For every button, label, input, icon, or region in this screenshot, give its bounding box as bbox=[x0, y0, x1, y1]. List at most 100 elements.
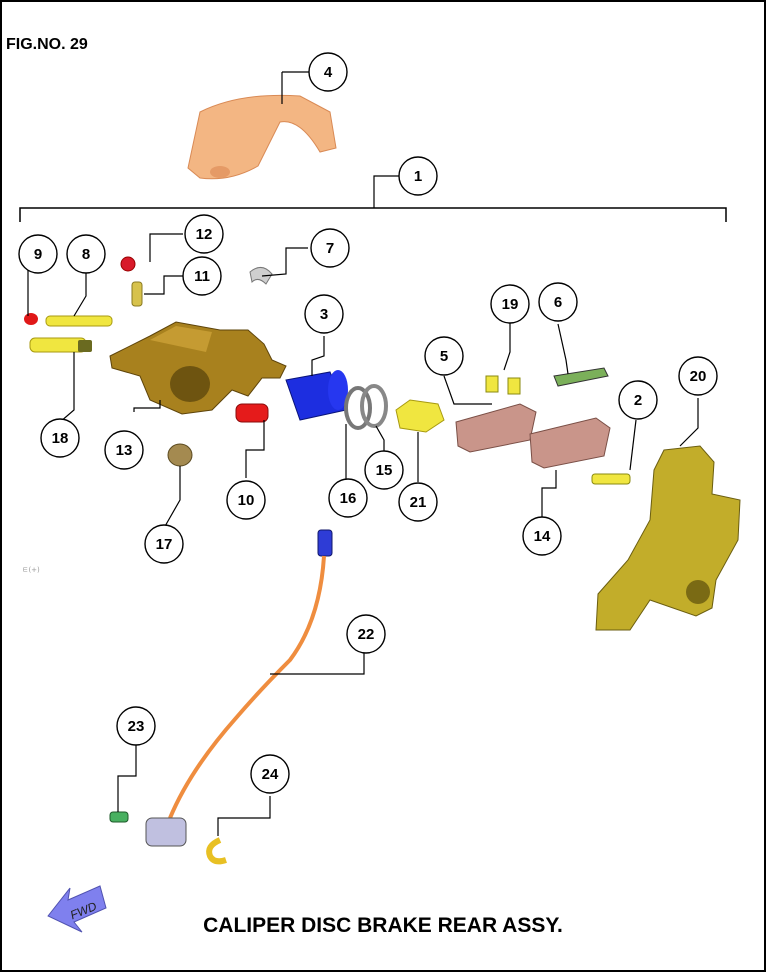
pad-spring-part bbox=[485, 375, 521, 395]
callout-5: 5 bbox=[424, 336, 464, 376]
callout-circle bbox=[538, 282, 578, 322]
callout-label: 11 bbox=[194, 268, 210, 285]
callout-12: 12 bbox=[184, 214, 224, 254]
callout-22: 22 bbox=[346, 614, 386, 654]
callout-label: 18 bbox=[52, 430, 69, 447]
callout-label: 3 bbox=[320, 306, 328, 323]
slide-pin-part bbox=[591, 473, 631, 485]
bracket-part bbox=[595, 445, 741, 631]
diagram-title: CALIPER DISC BRAKE REAR ASSY. bbox=[203, 914, 563, 937]
bleed-cap-part bbox=[120, 256, 136, 272]
callout-circle bbox=[18, 234, 58, 274]
callout-circle bbox=[618, 380, 658, 420]
callout-circle bbox=[398, 482, 438, 522]
callout-label: 7 bbox=[326, 240, 334, 257]
banjo-fitting-part bbox=[145, 817, 187, 847]
callout-label: 22 bbox=[358, 626, 375, 643]
callout-circle bbox=[328, 478, 368, 518]
callout-circle bbox=[398, 156, 438, 196]
callout-circle bbox=[364, 450, 404, 490]
brake-hose-part bbox=[168, 529, 333, 819]
callout-23: 23 bbox=[116, 706, 156, 746]
callout-3: 3 bbox=[304, 294, 344, 334]
callout-14: 14 bbox=[522, 516, 562, 556]
callout-circle bbox=[678, 356, 718, 396]
callout-circle bbox=[346, 614, 386, 654]
callout-circle bbox=[522, 516, 562, 556]
clip-part bbox=[249, 267, 273, 285]
piston-part bbox=[285, 370, 348, 421]
callout-16: 16 bbox=[328, 478, 368, 518]
red-bolt-part bbox=[235, 403, 269, 423]
callout-label: 15 bbox=[376, 462, 393, 479]
spacer-part bbox=[395, 399, 445, 433]
callout-label: 6 bbox=[554, 294, 562, 311]
callout-label: 10 bbox=[238, 492, 255, 509]
callout-label: 1 bbox=[414, 168, 422, 185]
callout-label: 21 bbox=[410, 494, 427, 511]
bleeder-part bbox=[131, 281, 143, 307]
callout-21: 21 bbox=[398, 482, 438, 522]
callout-label: 12 bbox=[196, 226, 213, 243]
callout-label: 14 bbox=[534, 528, 551, 545]
callout-label: 2 bbox=[634, 392, 642, 409]
callout-6: 6 bbox=[538, 282, 578, 322]
callout-label: 23 bbox=[128, 718, 145, 735]
bushing-part bbox=[167, 443, 193, 467]
washer-part bbox=[206, 837, 227, 865]
caliper-body-part bbox=[109, 321, 287, 415]
callout-13: 13 bbox=[104, 430, 144, 470]
callout-circle bbox=[116, 706, 156, 746]
banjo-bolt-part bbox=[109, 811, 129, 823]
callout-19: 19 bbox=[490, 284, 530, 324]
callout-circle bbox=[182, 256, 222, 296]
callout-circle bbox=[40, 418, 80, 458]
callout-1: 1 bbox=[398, 156, 438, 196]
callout-circle bbox=[104, 430, 144, 470]
callout-2: 2 bbox=[618, 380, 658, 420]
callout-label: 20 bbox=[690, 368, 707, 385]
callout-label: 9 bbox=[34, 246, 42, 263]
callout-label: 13 bbox=[116, 442, 133, 459]
brake-pad-part bbox=[455, 403, 537, 453]
callout-10: 10 bbox=[226, 480, 266, 520]
brake-pad-part bbox=[529, 417, 611, 469]
callout-8: 8 bbox=[66, 234, 106, 274]
callout-4: 4 bbox=[308, 52, 348, 92]
callout-18: 18 bbox=[40, 418, 80, 458]
seal-part bbox=[360, 384, 388, 428]
callout-9: 9 bbox=[18, 234, 58, 274]
callout-circle bbox=[144, 524, 184, 564]
callout-7: 7 bbox=[310, 228, 350, 268]
callout-20: 20 bbox=[678, 356, 718, 396]
callout-label: 17 bbox=[156, 536, 173, 553]
pin-part bbox=[45, 315, 113, 327]
callout-circle bbox=[226, 480, 266, 520]
callout-circle bbox=[310, 228, 350, 268]
leader-line bbox=[373, 175, 400, 208]
callout-24: 24 bbox=[250, 754, 290, 794]
callout-17: 17 bbox=[144, 524, 184, 564]
leader-lines bbox=[27, 233, 699, 836]
callout-circle bbox=[424, 336, 464, 376]
assembly-bracket-line bbox=[19, 207, 727, 222]
bolt-part bbox=[29, 337, 92, 353]
pad-clip-part bbox=[553, 367, 609, 387]
figure-number: FIG.NO. 29 bbox=[6, 36, 88, 53]
dust-cover-part bbox=[187, 71, 337, 180]
callout-circle bbox=[184, 214, 224, 254]
callout-circle bbox=[250, 754, 290, 794]
seal-part bbox=[344, 386, 372, 430]
callout-11: 11 bbox=[182, 256, 222, 296]
callout-circle bbox=[490, 284, 530, 324]
callout-label: 24 bbox=[262, 766, 279, 783]
callout-circle bbox=[304, 294, 344, 334]
callout-label: 5 bbox=[440, 348, 448, 365]
callout-circle bbox=[308, 52, 348, 92]
callout-15: 15 bbox=[364, 450, 404, 490]
callout-circle bbox=[66, 234, 106, 274]
red-cap-part bbox=[24, 313, 38, 325]
